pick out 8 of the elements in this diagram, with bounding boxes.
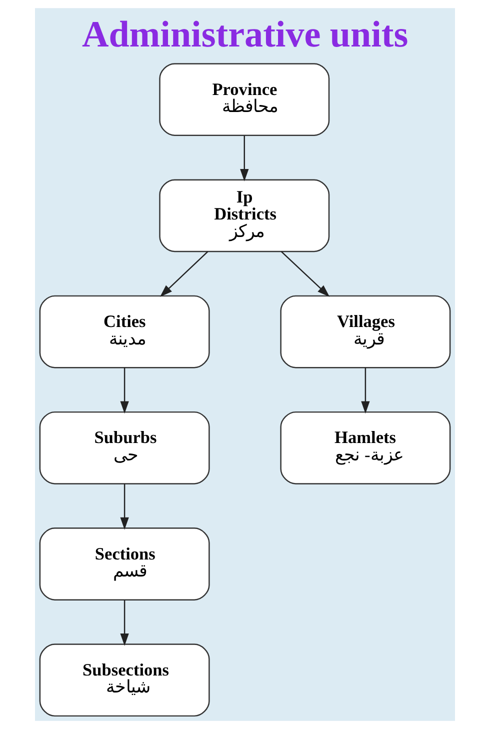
arrow (280, 251, 330, 297)
diagram-title: Administrative units (82, 14, 408, 56)
arrow (120, 484, 129, 530)
arrow (120, 368, 129, 414)
arrow (160, 251, 208, 297)
arrow (120, 600, 129, 646)
arrow (361, 368, 370, 414)
arrow (240, 135, 249, 182)
